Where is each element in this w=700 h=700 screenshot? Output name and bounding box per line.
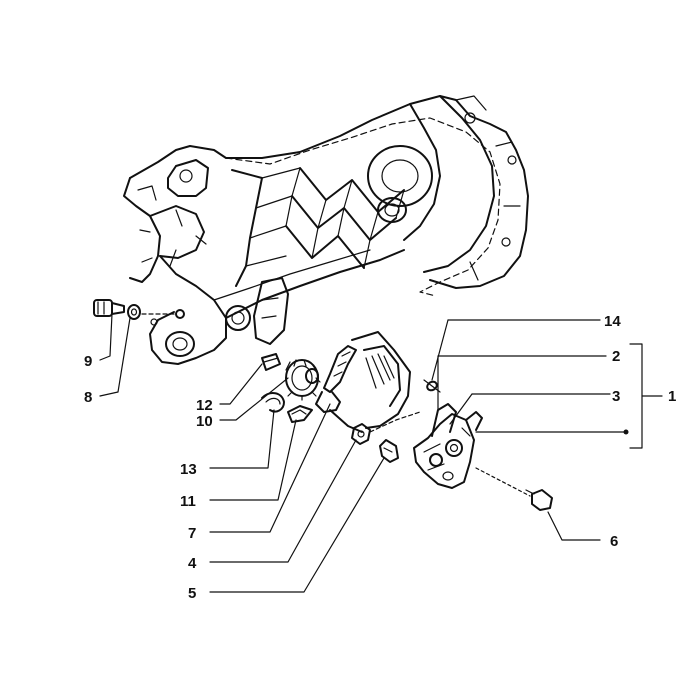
- callout-12: 12: [196, 397, 213, 414]
- callout-6: 6: [610, 533, 618, 550]
- callout-3: 3: [612, 388, 620, 405]
- callout-8: 8: [84, 389, 92, 406]
- callout-13: 13: [180, 461, 197, 478]
- callout-14: 14: [604, 313, 621, 330]
- part-13-clip: [261, 392, 285, 413]
- oil-pump-assembly: [413, 403, 483, 489]
- callout-11: 11: [180, 493, 196, 510]
- crankcase-illustration: [123, 95, 529, 365]
- part-8-washer: [127, 304, 141, 320]
- callout-5: 5: [188, 585, 196, 602]
- part-10-gear: [285, 359, 321, 401]
- callout-4: 4: [188, 555, 197, 572]
- part-11-segment: [287, 405, 313, 423]
- cover-plate: [351, 331, 411, 429]
- part-7-lever: [315, 345, 363, 433]
- part-12-bush: [261, 353, 281, 371]
- part-9-bolt: [93, 299, 125, 317]
- callout-2: 2: [612, 348, 620, 365]
- callout-1: 1: [668, 388, 676, 405]
- part-14-pin: [423, 379, 441, 393]
- callout-10: 10: [196, 413, 213, 430]
- leader-lines: [99, 313, 663, 593]
- part-4-nut: [351, 423, 371, 445]
- parts-illustration: [93, 299, 553, 511]
- part-5-screw: [379, 439, 399, 463]
- callout-7: 7: [188, 525, 196, 542]
- callout-9: 9: [84, 353, 92, 370]
- part-6-screw: [475, 467, 553, 511]
- callout-labels: 14 2 3 1 9 8 12 10 13 11 7 4 5 6: [84, 313, 676, 602]
